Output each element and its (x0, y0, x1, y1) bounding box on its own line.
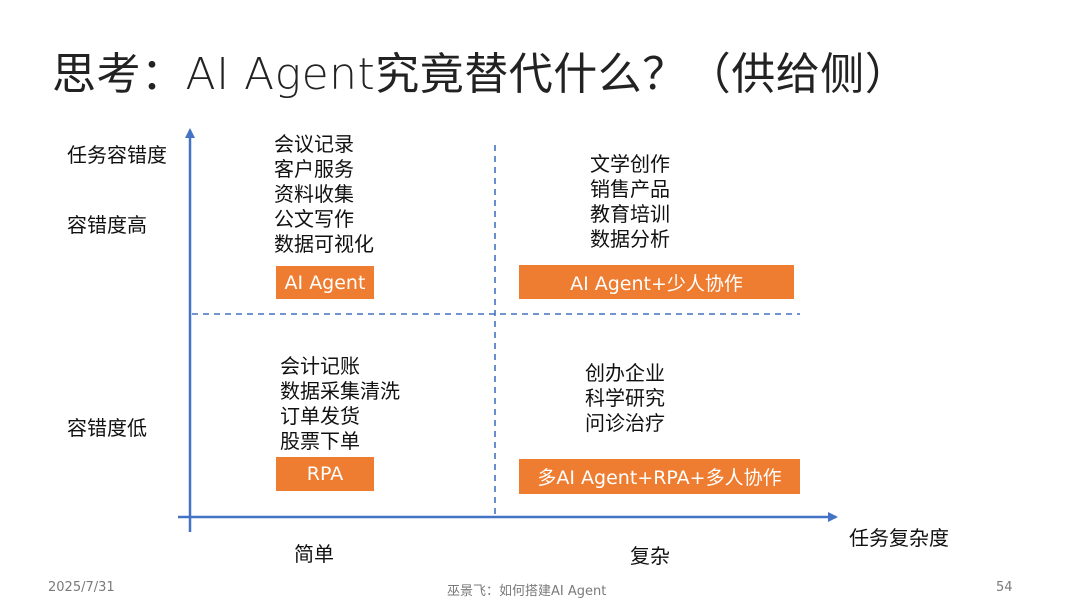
footer-date: 2025/7/31 (48, 580, 115, 595)
list-item: 文学创作 (590, 152, 670, 176)
list-item: 客户服务 (274, 157, 354, 181)
list-item: 订单发货 (280, 404, 360, 428)
top-left-solution-tag: AI Agent (276, 266, 374, 299)
footer-presenter: 巫景飞：如何搭建AI Agent (447, 584, 607, 599)
y-axis-low-label: 容错度低 (67, 416, 147, 440)
list-item: 数据可视化 (274, 232, 374, 256)
list-item: 股票下单 (280, 429, 360, 453)
bottom-right-task-list: 创办企业 科学研究 问诊治疗 (585, 361, 665, 436)
list-item: 销售产品 (590, 177, 670, 201)
x-axis-simple-label: 简单 (294, 542, 334, 566)
list-item: 公文写作 (274, 207, 354, 231)
top-right-task-list: 文学创作 销售产品 教育培训 数据分析 (590, 152, 670, 252)
y-axis-high-label: 容错度高 (67, 213, 147, 237)
slide-number: 54 (996, 580, 1013, 595)
slide-title: 思考：AI Agent究竟替代什么？（供给侧） (52, 49, 910, 100)
list-item: 科学研究 (585, 386, 665, 410)
bottom-left-task-list: 会计记账 数据采集清洗 订单发货 股票下单 (280, 354, 400, 454)
list-item: 会议记录 (274, 132, 354, 156)
list-item: 会计记账 (280, 354, 360, 378)
top-left-task-list: 会议记录 客户服务 资料收集 公文写作 数据可视化 (274, 132, 374, 257)
top-right-solution-tag: AI Agent+少人协作 (519, 265, 794, 299)
bottom-right-solution-tag: 多AI Agent+RPA+多人协作 (519, 459, 800, 494)
list-item: 创办企业 (585, 361, 665, 385)
list-item: 问诊治疗 (585, 411, 665, 435)
x-axis-title: 任务复杂度 (849, 526, 949, 550)
list-item: 数据分析 (590, 227, 670, 251)
bottom-left-solution-tag: RPA (276, 457, 374, 491)
list-item: 教育培训 (590, 202, 670, 226)
x-axis-complex-label: 复杂 (630, 544, 670, 568)
list-item: 资料收集 (274, 182, 354, 206)
list-item: 数据采集清洗 (280, 379, 400, 403)
y-axis-title: 任务容错度 (67, 143, 167, 167)
